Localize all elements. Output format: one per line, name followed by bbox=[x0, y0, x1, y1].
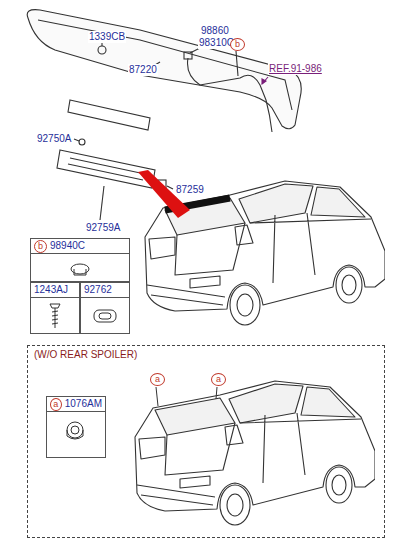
leader-line bbox=[236, 51, 238, 76]
variant-title: (W/O REAR SPOILER) bbox=[34, 349, 137, 361]
part-number: 98860 bbox=[200, 25, 230, 37]
leader-line bbox=[216, 387, 217, 399]
leader-line bbox=[156, 387, 158, 406]
washer-hose bbox=[188, 58, 273, 132]
location-letter: a bbox=[50, 398, 62, 411]
stop-lamp bbox=[57, 150, 155, 188]
grommet-icon bbox=[71, 426, 79, 434]
lamp-lens-lines bbox=[68, 158, 145, 180]
spoiler-ridge bbox=[38, 20, 292, 110]
leader-line bbox=[74, 139, 79, 141]
part-cell: a1076AM bbox=[46, 396, 106, 458]
grommet bbox=[98, 46, 106, 54]
leader-line bbox=[100, 186, 104, 220]
clip-icon bbox=[74, 269, 86, 275]
leader-line bbox=[167, 186, 173, 189]
reference-arrowhead bbox=[262, 79, 266, 84]
pad-icon bbox=[99, 313, 111, 319]
part-number: 92759A bbox=[85, 222, 121, 234]
part-number: 87220 bbox=[128, 64, 158, 76]
location-letter: a bbox=[211, 373, 226, 386]
reference-arrow bbox=[262, 77, 268, 84]
table-icons bbox=[50, 264, 116, 328]
location-letter: b bbox=[230, 38, 245, 51]
part-cell: b98940C bbox=[30, 238, 130, 282]
part-cell: 1243AJ bbox=[30, 282, 80, 334]
location-letter: a bbox=[150, 373, 165, 386]
leader-line bbox=[101, 43, 102, 46]
part-number: 1243AJ bbox=[34, 284, 68, 296]
variant-region: (W/O REAR SPOILER)a1076AM bbox=[27, 345, 385, 538]
screw-icon bbox=[50, 304, 60, 328]
part-cell: 92762 bbox=[80, 282, 130, 334]
reference-note: REF.91-986 bbox=[268, 63, 323, 75]
part-number: 1076AM bbox=[65, 398, 102, 410]
stop-lamp-cover bbox=[68, 100, 150, 130]
part-number: 92750A bbox=[36, 133, 72, 145]
grommet-locations bbox=[67, 387, 217, 439]
clip-icon bbox=[71, 264, 89, 274]
car-without-spoiler bbox=[135, 381, 375, 525]
grommet-icon bbox=[67, 430, 83, 439]
location-letter: b bbox=[34, 240, 47, 253]
grommet-icon bbox=[67, 422, 83, 438]
part-number: 1339CB bbox=[88, 31, 126, 43]
lamp-screw bbox=[79, 139, 85, 145]
part-number: 98940C bbox=[50, 240, 85, 252]
part-number: 92762 bbox=[84, 284, 112, 296]
pad-icon bbox=[94, 310, 116, 322]
part-number: 87259 bbox=[175, 184, 205, 196]
